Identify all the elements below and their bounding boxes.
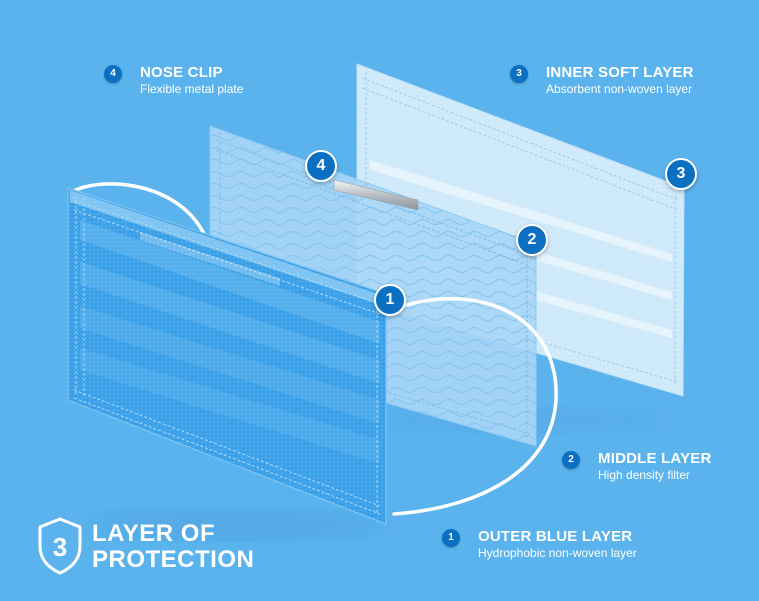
outer-layer-shadow [85,513,385,537]
label-outer-blue-layer-subtitle: Hydrophobic non-woven layer [478,546,637,560]
nose-clip [333,179,419,211]
ear-loop-left [70,182,208,240]
label-nose-clip-subtitle: Flexible metal plate [140,82,244,96]
label-middle-layer-subtitle: High density filter [598,468,691,482]
label-inner-soft-layer-title: INNER SOFT LAYER [546,64,694,81]
shield-number: 3 [53,532,67,562]
label-inner-soft-layer-subtitle: Absorbent non-woven layer [546,82,693,96]
label-outer-blue-layer-title: OUTER BLUE LAYER [478,528,633,545]
label-middle-layer-title: MIDDLE LAYER [598,450,712,467]
label-inner-soft-layer-badge: 3 [510,65,528,83]
title-line-2: PROTECTION [92,546,255,573]
marker-nose-clip: 4 [305,150,337,182]
ear-loop-right [390,297,558,516]
label-outer-blue-layer-badge: 1 [442,529,460,547]
label-middle-layer-badge: 2 [562,451,580,469]
marker-inner-soft-layer: 3 [665,158,697,190]
label-nose-clip-title: NOSE CLIP [140,64,223,81]
outer-blue-layer [67,187,387,525]
title-line-1: LAYER OF [92,520,216,547]
label-nose-clip-badge: 4 [104,65,122,83]
marker-middle-layer: 2 [516,224,548,256]
marker-outer-blue-layer: 1 [374,284,406,316]
shield-outline-icon: 3 [38,517,82,575]
